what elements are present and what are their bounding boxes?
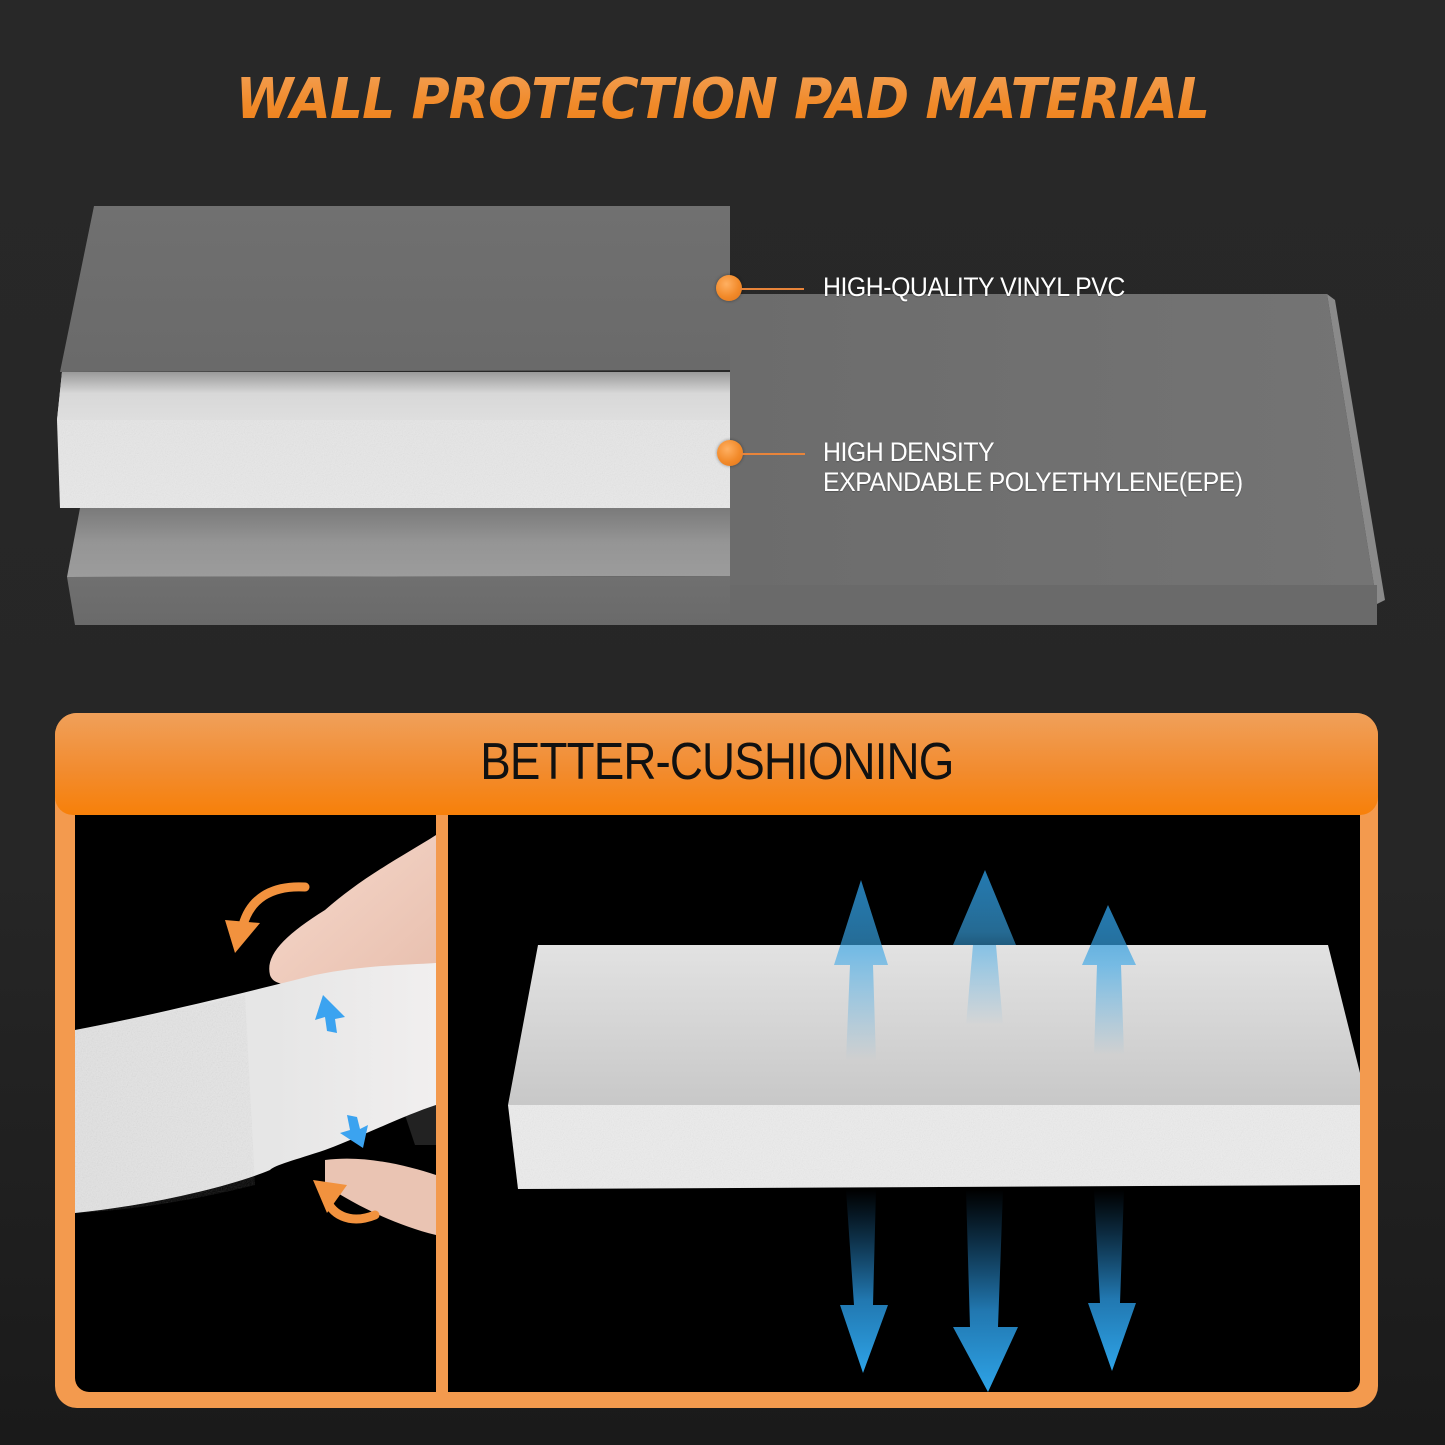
callout-dot-icon [717, 440, 743, 466]
finger-top [269, 835, 436, 985]
cushioning-title: BETTER-CUSHIONING [479, 733, 954, 791]
page-title: WALL PROTECTION PAD MATERIAL [51, 62, 1395, 138]
blue-arrow-down-icon [840, 1190, 888, 1373]
callout-vinyl-pvc: HIGH-QUALITY VINYL PVC [823, 272, 1125, 302]
blue-arrow-up-icon [834, 880, 888, 1060]
squeeze-foam-image [75, 815, 436, 1392]
squeeze-graphic [75, 835, 436, 1235]
vinyl-bottom-layer [67, 508, 730, 577]
cushioning-header: BETTER-CUSHIONING [55, 713, 1378, 815]
layers-graphic [57, 206, 1385, 625]
foam-rebound-image [448, 815, 1360, 1392]
orange-curved-arrow-icon [225, 882, 310, 953]
callout-dot-icon [716, 275, 742, 301]
vinyl-right-face [730, 294, 1377, 625]
callout-epe-line2: EXPANDABLE POLYETHYLENE(EPE) [823, 467, 1243, 497]
foam-block-top [508, 945, 1360, 1105]
callout-epe-line1: HIGH DENSITY [823, 437, 995, 467]
blue-arrow-down-icon [340, 1115, 368, 1148]
blue-arrow-up-icon [953, 870, 1016, 1025]
callout-line [740, 288, 804, 290]
callout-line [741, 453, 805, 455]
rebound-graphic [508, 870, 1360, 1392]
thumb-bottom [325, 1158, 436, 1235]
vinyl-top-layer [60, 206, 730, 372]
blue-arrow-down-icon [953, 1190, 1018, 1392]
blue-arrow-up-icon [315, 995, 345, 1033]
orange-curved-arrow-icon [313, 1180, 380, 1224]
blue-arrow-down-icon [1088, 1190, 1136, 1371]
blue-arrow-up-icon [1082, 905, 1136, 1055]
material-layers-illustration: HIGH-QUALITY VINYL PVC HIGH DENSITY EXPA… [0, 0, 1445, 700]
